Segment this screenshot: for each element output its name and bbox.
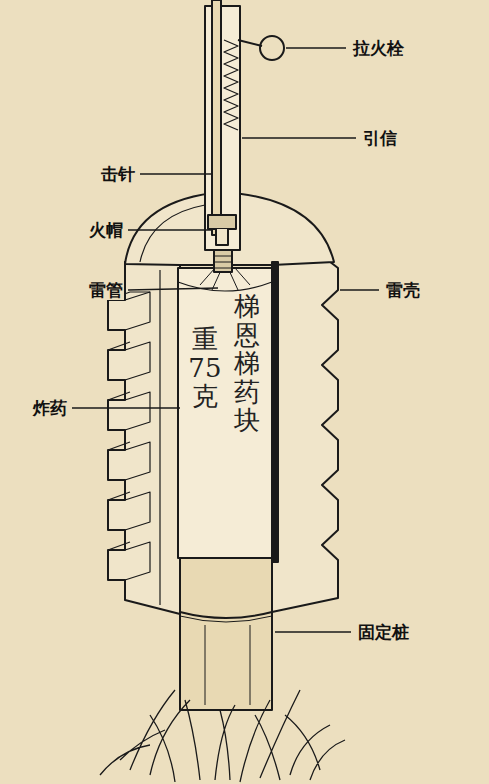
part-label: 雷壳 (385, 280, 421, 300)
part-label: 击针 (100, 164, 136, 184)
part-label: 引信 (362, 128, 398, 148)
part-label: 固定桩 (357, 622, 410, 642)
block-inscription: 重75克 (188, 325, 222, 411)
part-label: 雷管 (88, 280, 124, 300)
block-inscription: 梯恩梯药块 (234, 292, 260, 435)
part-label: 拉火栓 (352, 38, 405, 58)
part-label: 火帽 (88, 220, 124, 240)
part-label: 炸药 (32, 398, 68, 418)
